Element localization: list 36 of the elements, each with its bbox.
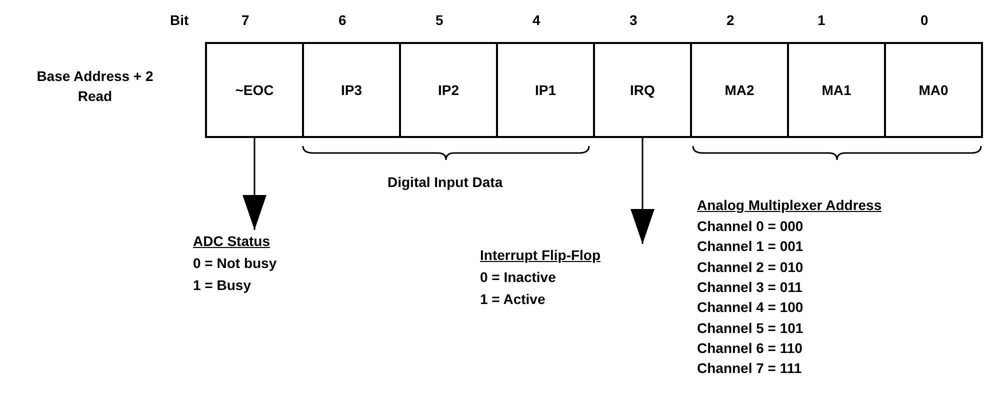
register-bit-field: IP1	[496, 42, 595, 138]
bit-number: 5	[436, 12, 444, 28]
value-description: 1 = Active	[480, 290, 546, 309]
arrow	[242, 138, 266, 230]
register-bit-field: MA0	[884, 42, 983, 138]
value-description: 0 = Inactive	[480, 268, 557, 287]
arrow	[630, 138, 654, 244]
bit-number: 3	[630, 12, 638, 28]
bit-number: 7	[242, 12, 250, 28]
value-description: 0 = Not busy	[193, 254, 278, 273]
register-bit-field: ~EOC	[205, 42, 304, 138]
register-bit-field: MA2	[690, 42, 789, 138]
channel-code: Channel 4 = 100	[697, 299, 804, 316]
channel-code: Channel 1 = 001	[697, 238, 804, 254]
note-heading: Interrupt Flip-Flop	[480, 246, 602, 265]
register-bit-field: IRQ	[593, 42, 692, 138]
bit-number: 6	[338, 12, 346, 28]
channel-code: Channel 7 = 111	[697, 360, 802, 376]
channel-code: Channel 2 = 010	[697, 258, 804, 275]
bit-number: 4	[532, 12, 540, 28]
bit-number: 1	[818, 12, 826, 28]
group-label: Digital Input Data	[388, 174, 503, 190]
section-heading: Analog Multiplexer Address	[697, 197, 882, 213]
register-address: Base Address + 2 Read	[36, 67, 154, 106]
value-description: 1 = Busy	[193, 276, 252, 295]
register-bit-field: IP3	[302, 42, 401, 138]
bit-number: 2	[726, 12, 734, 28]
register-bit-field: MA1	[787, 42, 886, 138]
channel-code: Channel 3 = 011	[697, 278, 802, 295]
channel-code: Channel 5 = 101	[697, 320, 804, 336]
channel-code: Channel 6 = 110	[697, 340, 802, 356]
register-bit-field: IP2	[399, 42, 498, 138]
note-heading: ADC Status	[193, 232, 272, 251]
axis-heading: Bit	[170, 12, 189, 28]
channel-code: Channel 0 = 000	[697, 218, 804, 234]
bit-number: 0	[920, 12, 928, 28]
